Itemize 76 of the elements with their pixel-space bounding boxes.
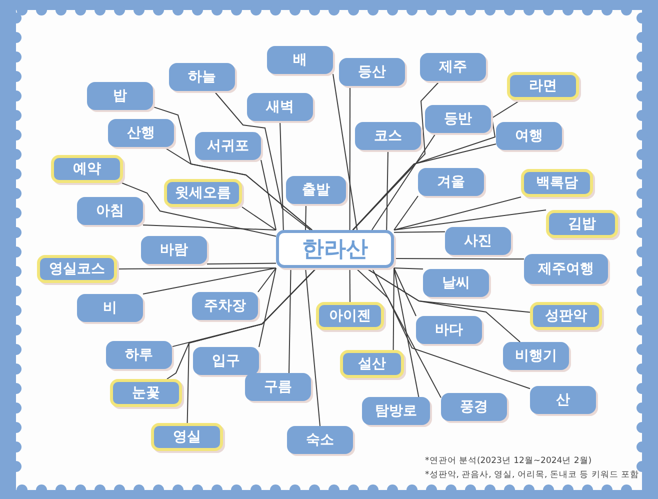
connector-line xyxy=(349,268,350,302)
connector-line xyxy=(352,144,496,230)
keyword-box: 서귀포 xyxy=(195,132,261,160)
keyword-box: 입구 xyxy=(193,347,259,375)
connector-line xyxy=(116,268,276,270)
connector-line xyxy=(394,231,446,233)
keyword-box: 등산 xyxy=(339,58,405,86)
connector-line xyxy=(186,268,317,424)
connector-line xyxy=(258,268,276,292)
connector-line xyxy=(349,86,350,230)
keyword-box: 영실코스 xyxy=(37,255,117,283)
connector-line xyxy=(142,224,276,230)
connector-line xyxy=(394,210,546,230)
connector-line xyxy=(371,268,442,398)
keyword-box: 제주 xyxy=(420,53,486,81)
keyword-box: 배 xyxy=(267,46,333,74)
connector-line xyxy=(258,268,276,348)
keyword-box: 비행기 xyxy=(503,342,569,370)
connector-line xyxy=(371,132,436,230)
keyword-box: 산행 xyxy=(108,119,174,147)
keyword-box: 풍경 xyxy=(441,393,507,421)
connector-line xyxy=(142,268,276,294)
connector-line xyxy=(394,258,524,260)
keyword-box: 성판악 xyxy=(530,302,602,330)
keyword-box: 하루 xyxy=(106,341,172,369)
keyword-box: 하늘 xyxy=(169,63,235,91)
keyword-box: 제주여행 xyxy=(524,254,608,284)
connector-line xyxy=(206,262,276,264)
connector-line xyxy=(394,268,416,316)
keyword-box: 숙소 xyxy=(287,426,353,454)
keyword-box: 바람 xyxy=(141,236,207,264)
keyword-box: 사진 xyxy=(445,227,511,255)
connector-line xyxy=(394,196,418,230)
keyword-box: 김밥 xyxy=(546,210,618,238)
keyword-box: 코스 xyxy=(355,122,421,150)
keyword-box: 아침 xyxy=(77,197,143,225)
central-keyword-box: 한라산 xyxy=(276,230,394,268)
keyword-box: 영실 xyxy=(151,423,223,451)
keyword-box: 눈꽃 xyxy=(110,379,182,407)
connector-line xyxy=(214,90,311,230)
keyword-box: 밥 xyxy=(87,82,153,110)
connector-line xyxy=(305,268,320,426)
connector-line xyxy=(280,120,284,230)
connector-line xyxy=(394,268,420,398)
connector-line xyxy=(355,268,530,390)
keyword-box: 날씨 xyxy=(423,269,489,297)
footnote: *연관어 분석(2023년 12월~2024년 2월) xyxy=(425,455,592,467)
connector-line xyxy=(260,160,276,230)
connector-line xyxy=(352,80,440,230)
keyword-box: 아이젠 xyxy=(316,302,384,330)
connector-line xyxy=(305,204,306,230)
keyword-box: 출발 xyxy=(286,176,346,204)
keyword-box: 윗세오름 xyxy=(164,179,242,207)
keyword-box: 주차장 xyxy=(192,292,258,320)
keyword-box: 등반 xyxy=(425,105,491,133)
keyword-box: 라면 xyxy=(507,72,579,100)
footnote: *성판악, 관음사, 영실, 어리목, 돈내코 등 키워드 포함 xyxy=(425,469,639,481)
connector-line xyxy=(394,268,424,270)
connector-line xyxy=(122,182,276,237)
keyword-box: 겨울 xyxy=(418,168,484,196)
connector-line xyxy=(242,206,276,230)
keyword-box: 설산 xyxy=(340,350,404,378)
keyword-box: 탐방로 xyxy=(362,397,430,425)
keyword-box: 여행 xyxy=(496,122,562,150)
connector-line xyxy=(392,268,394,350)
keyword-box: 백록담 xyxy=(521,169,593,197)
connector-line xyxy=(288,268,292,374)
keyword-box: 산 xyxy=(530,386,596,414)
keyword-box: 예약 xyxy=(51,155,123,183)
keyword-box: 새벽 xyxy=(247,93,313,121)
keyword-box: 구름 xyxy=(245,373,311,401)
connector-line xyxy=(394,196,522,230)
connector-line xyxy=(386,150,388,230)
keyword-box: 비 xyxy=(77,294,143,322)
keyword-box: 바다 xyxy=(416,316,482,344)
connector-line xyxy=(332,74,358,230)
